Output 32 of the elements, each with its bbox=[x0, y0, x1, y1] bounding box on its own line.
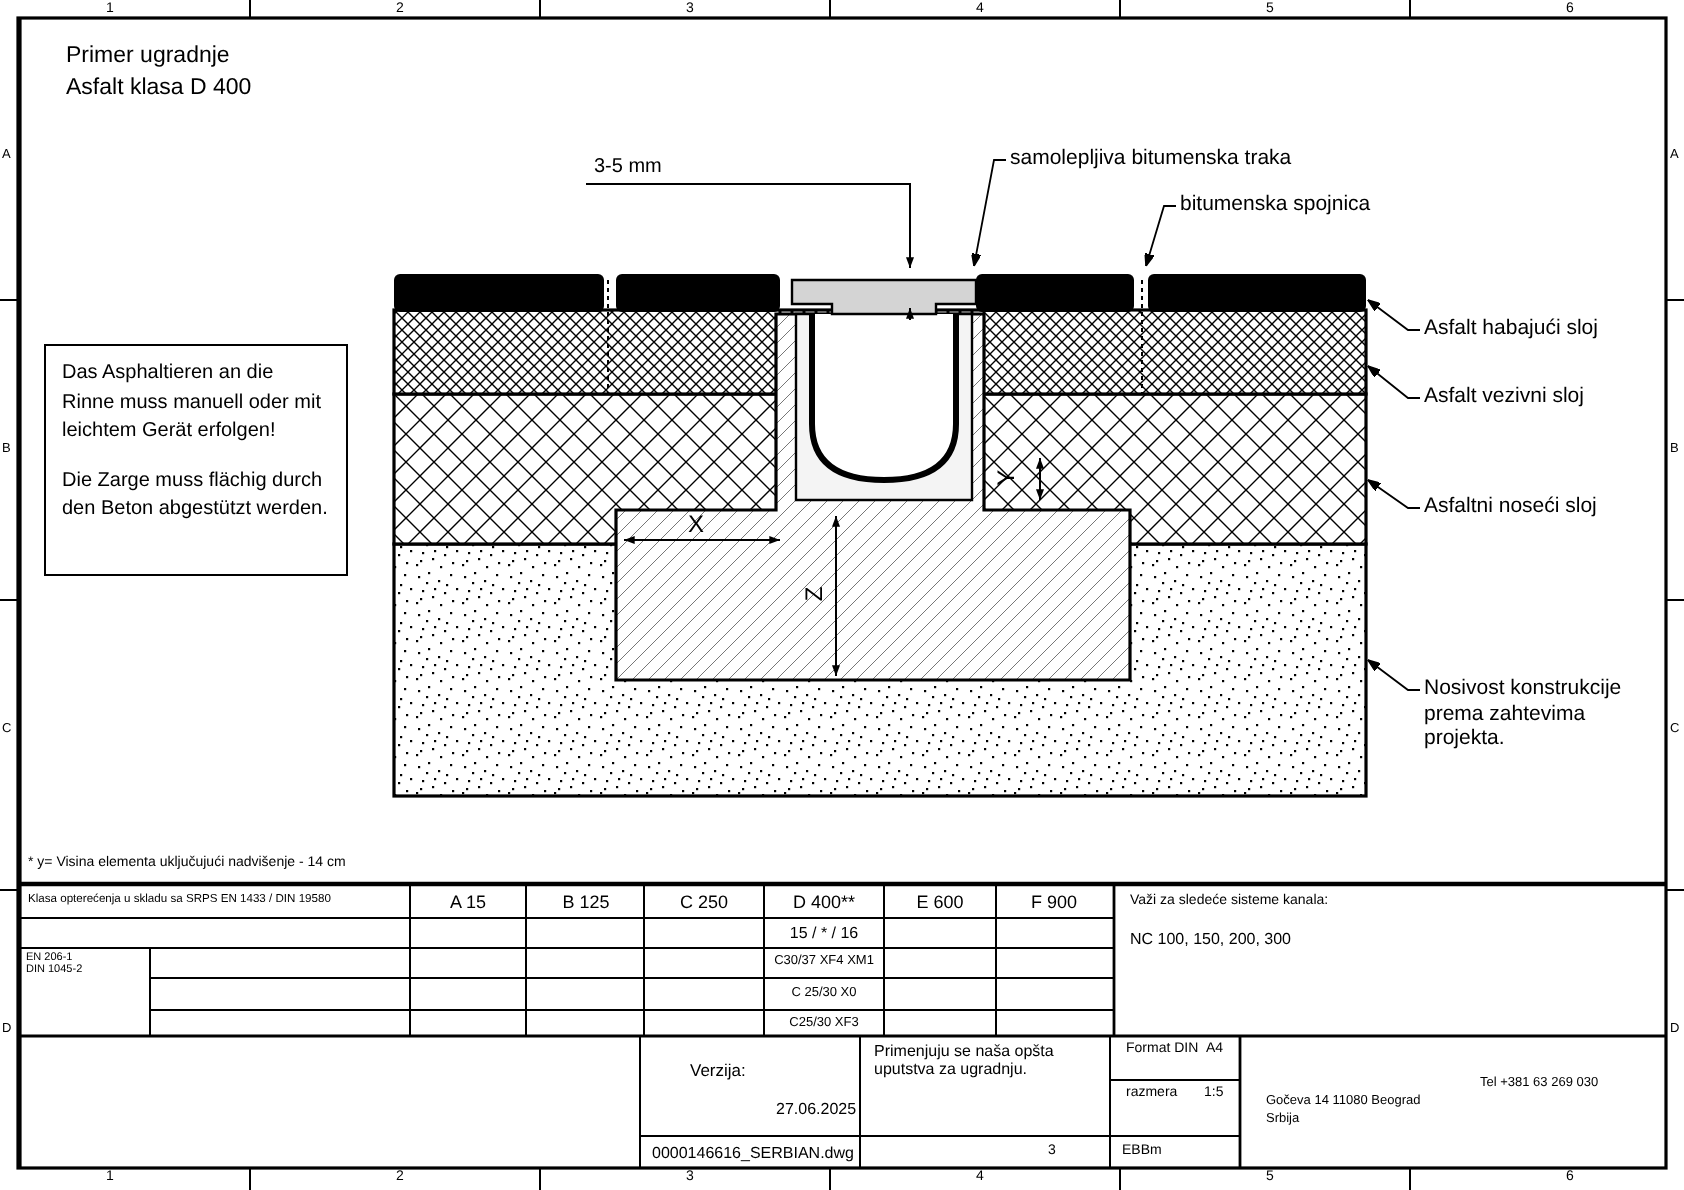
dimension-label: Z bbox=[801, 586, 830, 602]
callout-label: Nosivost konstrukcije prema zahtevima projekta. bbox=[1424, 676, 1644, 752]
dimension-label: 3-5 mm bbox=[594, 156, 662, 179]
table-header: A 15 bbox=[449, 892, 487, 913]
callout-label: bitumenska spojnica bbox=[1180, 192, 1371, 218]
callout-label: Asfalt vezivni sloj bbox=[1424, 384, 1584, 410]
callout-label: Asfaltni noseći sloj bbox=[1424, 494, 1597, 520]
table-header: D 400** bbox=[792, 892, 856, 913]
leader-line bbox=[1144, 205, 1177, 267]
leader-line bbox=[1367, 659, 1421, 691]
leader-line bbox=[1367, 299, 1421, 331]
subtitle: Asfalt klasa D 400 bbox=[66, 76, 252, 103]
table-text: 15 / * / 16 bbox=[789, 924, 859, 943]
table-text: Verzija: bbox=[690, 1062, 746, 1082]
leader-line bbox=[1367, 365, 1421, 399]
table-header: B 125 bbox=[562, 892, 610, 913]
callout-label: Asfalt habajući sloj bbox=[1424, 316, 1598, 342]
table-header: C 250 bbox=[679, 892, 729, 913]
callout-label: samolepljiva bitumenska traka bbox=[1010, 146, 1292, 172]
file-name: 0000146616_SERBIAN.dwg bbox=[652, 1144, 854, 1163]
note-text: Das Asphaltieren an die Rinne muss manuell oder mit leichtem Gerät erfolgen! bbox=[62, 360, 323, 446]
note-text: Die Zarge muss flächig durch den Beton abgestützt werden. bbox=[62, 467, 330, 524]
table-text: NC 100, 150, 200, 300 bbox=[1130, 930, 1292, 949]
table-header: F 900 bbox=[1031, 892, 1077, 913]
table-header: E 600 bbox=[916, 892, 964, 913]
title: Primer ugradnje bbox=[66, 44, 230, 71]
leader-line bbox=[971, 159, 1007, 267]
table-text: 27.06.2025 bbox=[776, 1100, 857, 1119]
leader-line bbox=[1367, 479, 1421, 509]
table-text: Primenjuju se naša opšta uputstva za ugradnju. bbox=[874, 1042, 1056, 1079]
note-box bbox=[44, 344, 348, 576]
dimension-label: X bbox=[688, 512, 705, 540]
